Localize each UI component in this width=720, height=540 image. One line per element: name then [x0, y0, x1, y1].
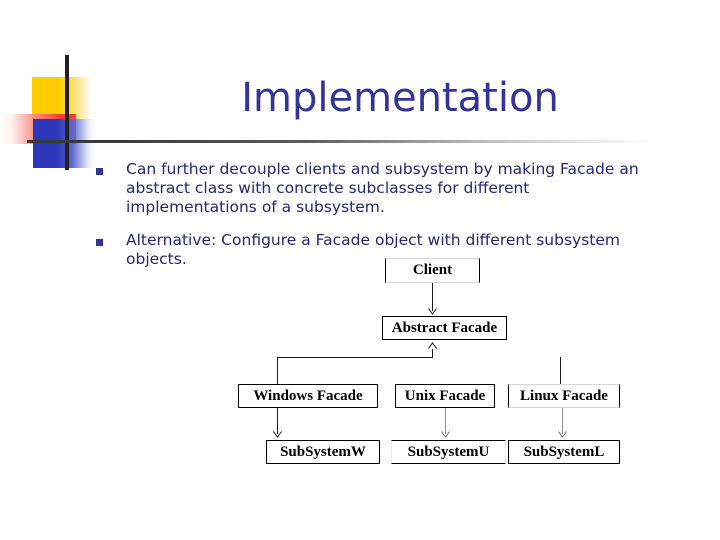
- diagram-node-subsystem-l: SubSystemL: [508, 440, 620, 464]
- page-title: Implementation: [241, 75, 559, 121]
- bullet-list: Can further decouple clients and subsyst…: [88, 160, 648, 283]
- decoration-vertical-rule: [65, 55, 69, 170]
- edge-bus-to-linux-facade: [560, 357, 561, 385]
- arrowhead-down-icon: [558, 431, 567, 438]
- slide-decoration: [0, 55, 170, 170]
- arrowhead-up-icon: [428, 342, 437, 349]
- edge-inheritance-bus: [277, 357, 433, 358]
- arrowhead-down-icon: [428, 308, 437, 315]
- edge-bus-to-windows-facade: [277, 357, 278, 385]
- edge-client-to-abstract-facade: [432, 283, 433, 311]
- diagram-node-windows-facade: Windows Facade: [238, 384, 378, 408]
- edge-linux-facade-to-subsystem-l: [562, 408, 563, 434]
- list-item: Can further decouple clients and subsyst…: [88, 160, 648, 217]
- list-item: Alternative: Configure a Facade object w…: [88, 231, 648, 269]
- diagram-node-unix-facade: Unix Facade: [395, 384, 495, 408]
- square-bullet-icon: [96, 239, 103, 246]
- arrowhead-down-icon: [441, 431, 450, 438]
- decoration-blue-square: [33, 119, 95, 168]
- title-underline-rule: [27, 140, 652, 143]
- diagram-node-subsystem-u: SubSystemU: [391, 440, 506, 464]
- diagram-node-client: Client: [385, 258, 480, 283]
- decoration-yellow-square: [32, 77, 94, 119]
- diagram-node-abstract-facade: Abstract Facade: [382, 316, 507, 340]
- edge-unix-facade-to-subsystem-u: [445, 408, 446, 434]
- uml-class-diagram: Client Abstract Facade Windows Facade Un…: [230, 258, 630, 478]
- bullet-text: Alternative: Configure a Facade object w…: [126, 231, 621, 268]
- edge-inheritance-stem: [432, 349, 433, 357]
- bullet-text: Can further decouple clients and subsyst…: [126, 160, 639, 216]
- diagram-node-linux-facade: Linux Facade: [508, 384, 620, 408]
- square-bullet-icon: [96, 168, 103, 175]
- edge-windows-facade-to-subsystem-w: [277, 408, 278, 434]
- diagram-node-subsystem-w: SubSystemW: [266, 440, 380, 464]
- arrowhead-down-icon: [273, 431, 282, 438]
